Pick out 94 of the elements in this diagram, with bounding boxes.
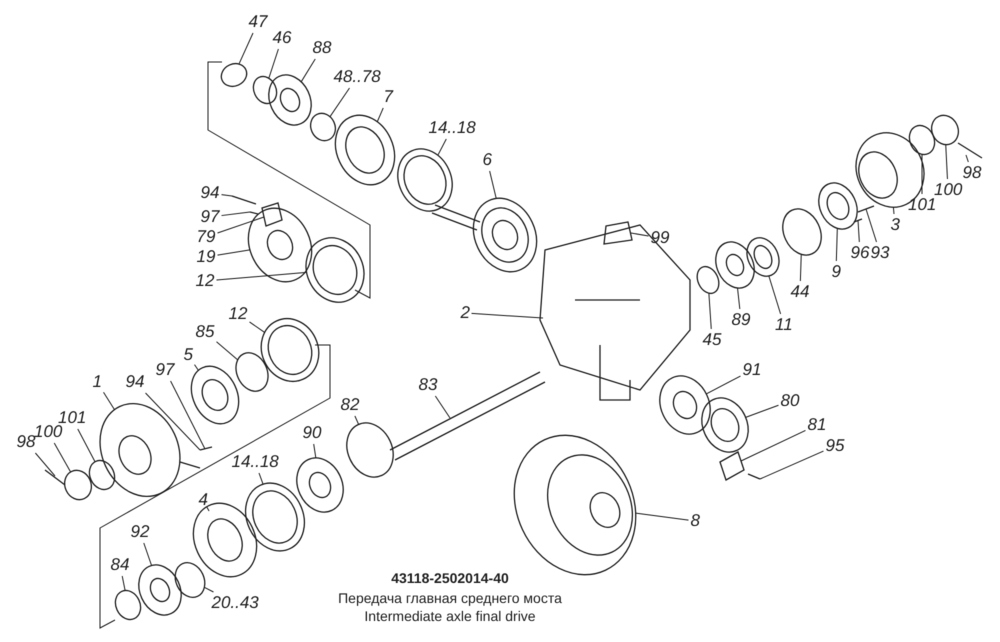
leader-line — [740, 430, 806, 462]
callout-number: 100 — [934, 181, 962, 199]
leader-line — [216, 272, 308, 281]
callout-number: 94 — [126, 373, 144, 391]
leader-line — [434, 396, 450, 418]
diagram-title: 43118-2502014-40 — [390, 570, 510, 586]
callout-number: 96 — [850, 244, 870, 262]
leader-line — [249, 321, 266, 333]
callout-number: 6 — [482, 151, 492, 169]
leader-line — [354, 416, 360, 425]
leader-line — [34, 452, 56, 476]
callout-number: 99 — [650, 229, 670, 247]
callout-number: 91 — [742, 361, 762, 379]
leader-line — [966, 154, 969, 162]
leader-line — [103, 392, 115, 410]
leader-line — [745, 404, 779, 418]
leader-line — [217, 216, 264, 234]
leader-line — [143, 542, 152, 566]
callout-number: 45 — [702, 331, 722, 349]
callout-number: 14..18 — [428, 119, 476, 137]
callout-number: 14..18 — [232, 453, 279, 471]
callout-number: 94 — [200, 184, 220, 202]
leader-line — [268, 48, 279, 79]
leader-line — [800, 254, 802, 282]
callout-number: 3 — [890, 216, 900, 234]
callout-number: 7 — [384, 88, 393, 106]
leader-line — [376, 108, 384, 122]
callout-number: 79 — [196, 228, 216, 246]
callout-number: 83 — [418, 376, 438, 394]
leader-line — [170, 380, 206, 450]
leader-line — [313, 444, 316, 458]
callout-number: 98 — [16, 433, 36, 451]
leader-line — [630, 232, 649, 237]
callout-number: 5 — [184, 346, 193, 364]
leader-line — [54, 442, 72, 472]
leader-line — [122, 576, 126, 592]
leader-line — [768, 275, 782, 314]
leader-line — [217, 249, 250, 256]
leader-line — [858, 220, 860, 242]
callout-number: 48..78 — [334, 68, 381, 86]
leader-line — [635, 512, 689, 521]
leader-line — [194, 364, 199, 371]
leader-line — [77, 428, 96, 462]
callout-number: 12 — [196, 272, 214, 290]
callout-number: 98 — [962, 164, 982, 182]
leader-line — [437, 138, 447, 156]
callout-number: 9 — [832, 263, 841, 281]
leader-line — [706, 376, 741, 394]
callout-number: 100 — [34, 423, 62, 441]
callout-number: 81 — [808, 416, 826, 434]
leader-line — [221, 194, 232, 196]
callout-number: 92 — [130, 523, 150, 541]
callout-number: 20..43 — [212, 594, 259, 612]
leader-line — [708, 292, 712, 330]
callout-number: 89 — [732, 311, 750, 329]
leader-line — [330, 88, 350, 118]
leader-line — [489, 170, 497, 199]
caption-text: Intermediate axle final drive — [363, 608, 537, 624]
leader-line — [206, 506, 210, 512]
callout-number: 19 — [196, 248, 216, 266]
leader-line — [204, 586, 214, 592]
callout-number: 97 — [156, 361, 174, 379]
callout-number: 1 — [92, 373, 102, 391]
leader-line — [737, 287, 740, 310]
callout-number: 84 — [110, 556, 130, 574]
leader-line — [221, 212, 250, 216]
leader-line — [216, 341, 238, 360]
leader-line — [300, 58, 316, 82]
leader-line — [866, 208, 877, 242]
leader-line — [892, 206, 894, 214]
leader-line — [471, 312, 544, 318]
leader-line — [238, 32, 254, 65]
callout-number: 82 — [340, 396, 360, 414]
callout-number: 44 — [790, 283, 810, 301]
callout-number: 11 — [775, 316, 793, 334]
callout-number: 80 — [780, 392, 800, 410]
callout-number: 97 — [200, 208, 220, 226]
leader-line — [945, 144, 948, 180]
callout-number: 2 — [460, 304, 470, 322]
callout-number: 93 — [870, 244, 890, 262]
callout-number: 46 — [272, 29, 292, 47]
callout-number: 101 — [908, 196, 936, 214]
leader-line — [760, 450, 824, 480]
leader-line — [145, 392, 200, 450]
callout-number: 95 — [826, 437, 844, 455]
callout-number: 90 — [302, 424, 322, 442]
callout-number: 4 — [198, 491, 208, 509]
leader-line — [836, 228, 838, 262]
leader-line — [258, 472, 264, 485]
callout-number: 88 — [312, 39, 332, 57]
callout-number: 12 — [228, 305, 248, 323]
callout-number: 8 — [690, 512, 700, 530]
callout-number: 47 — [248, 13, 268, 31]
callout-number: 85 — [196, 323, 214, 341]
